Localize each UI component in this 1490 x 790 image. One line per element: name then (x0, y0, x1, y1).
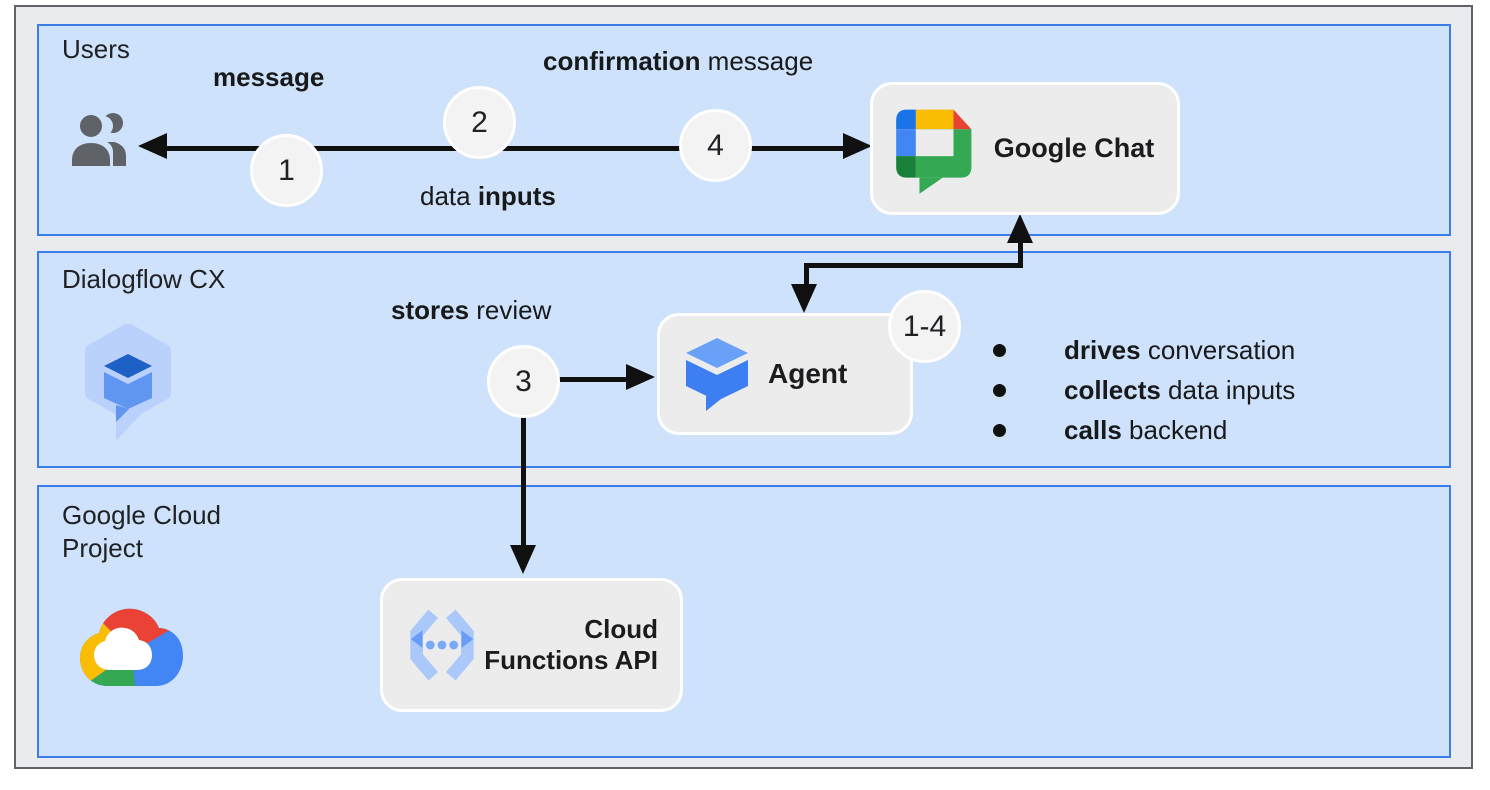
bullet-icon (993, 423, 1006, 437)
arrowhead-to-chat (843, 133, 872, 159)
bullet-text-bold: drives (1064, 334, 1141, 365)
step-circle-2: 2 (443, 86, 516, 159)
edge-label-message-bold: message (213, 62, 325, 92)
arrowhead-to-cloud-functions (510, 545, 536, 574)
dialogflow-cx-icon (85, 324, 171, 441)
arrowhead-to-agent (626, 364, 655, 390)
google-chat-logo (896, 109, 972, 194)
bullet-text: collects data inputs (1064, 375, 1295, 406)
elbow-horizontal (804, 263, 1023, 268)
elbow-vertical-right (1018, 241, 1023, 268)
bullet-text-rest: data inputs (1160, 374, 1296, 405)
agent-capability-item: drives conversation (993, 330, 1295, 370)
edge-label-stores-bold: stores (391, 295, 470, 325)
bullet-text-bold: collects (1064, 374, 1161, 405)
node-cloud-functions: Cloud Functions API (380, 578, 683, 712)
edge-label-stores-rest: review (469, 295, 552, 325)
step-circle-4: 4 (679, 109, 752, 182)
arrow-step3-cf-line (521, 417, 526, 547)
edge-label-data-inputs-bold: inputs (477, 181, 556, 211)
edge-label-confirmation-rest: message (700, 46, 814, 76)
dialogflow-agent-icon (686, 338, 748, 411)
users-icon (72, 113, 126, 166)
agent-capability-item: collects data inputs (993, 370, 1295, 410)
bullet-text-rest: backend (1121, 414, 1228, 445)
bullet-text: calls backend (1064, 415, 1227, 446)
edge-label-confirmation: confirmation message (543, 46, 813, 77)
agent-label: Agent (768, 358, 848, 389)
step-circle-1: 1 (250, 134, 323, 207)
node-google-chat: Google Chat (870, 82, 1180, 215)
arrowhead-up-to-chat (1007, 214, 1033, 243)
edge-label-data-inputs: data inputs (420, 181, 556, 212)
google-cloud-icon (80, 608, 183, 686)
cloud-functions-icon (410, 609, 474, 681)
node-agent: Agent (657, 313, 913, 435)
arrow-users-chat-line (164, 146, 848, 151)
lane-dialogflow-label: Dialogflow CX (62, 264, 226, 294)
arrowhead-down-to-agent (791, 284, 817, 313)
agent-capability-item: calls backend (993, 410, 1295, 450)
elbow-vertical-left (804, 263, 809, 286)
google-chat-label: Google Chat (993, 133, 1155, 163)
edge-label-message: message (213, 62, 324, 93)
step-badge-1-4: 1-4 (888, 290, 961, 363)
agent-capabilities-list: drives conversation collects data inputs… (993, 330, 1295, 450)
step-circle-3: 3 (487, 345, 560, 418)
lane-gcp-label: Google Cloud Project (62, 500, 221, 563)
edge-label-data-inputs-pre: data (420, 181, 478, 211)
bullet-icon (993, 343, 1006, 357)
bullet-text-rest: conversation (1140, 334, 1296, 365)
lane-users-label: Users (62, 34, 130, 64)
edge-label-confirmation-bold: confirmation (543, 46, 701, 76)
cloud-functions-label: Cloud Functions API (484, 614, 658, 675)
arrow-step3-agent-line (556, 377, 628, 382)
edge-label-stores-review: stores review (391, 295, 551, 326)
bullet-text-bold: calls (1064, 414, 1122, 445)
arrowhead-to-users (138, 133, 167, 159)
bullet-text: drives conversation (1064, 335, 1295, 366)
bullet-icon (993, 383, 1006, 397)
lane-google-cloud-project (37, 485, 1451, 758)
